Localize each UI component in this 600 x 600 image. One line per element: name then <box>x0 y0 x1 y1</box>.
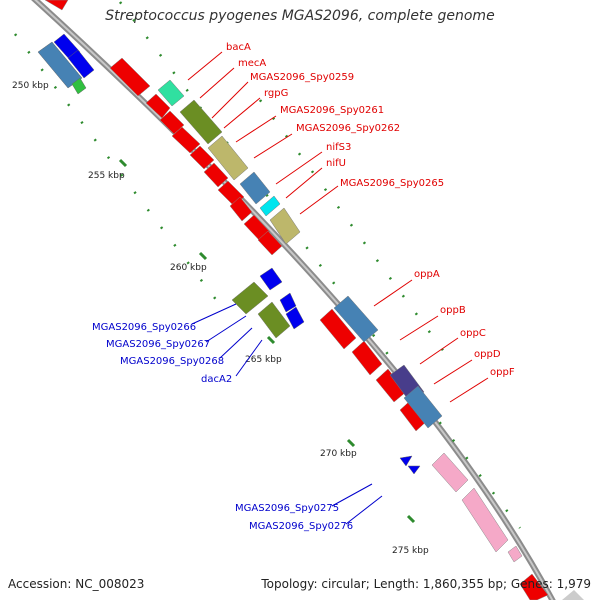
pos-label-265: 265 kbp <box>245 355 282 365</box>
pos-label-260: 260 kbp <box>170 263 207 273</box>
gene-blue-4 <box>259 267 283 291</box>
label-bacA: bacA <box>226 42 251 53</box>
gene-mint <box>157 79 185 107</box>
accession-text: Accession: NC_008023 <box>8 577 145 591</box>
pos-label-250: 250 kbp <box>12 81 49 91</box>
label-spy0261: MGAS2096_Spy0261 <box>280 105 384 116</box>
gene-top-red <box>44 0 69 11</box>
tick-260 <box>198 251 208 261</box>
label-mecA: mecA <box>238 58 266 69</box>
pos-label-255: 255 kbp <box>88 171 125 181</box>
label-oppD: oppD <box>474 349 501 360</box>
label-spy0266: MGAS2096_Spy0266 <box>92 322 196 333</box>
gene-pink-3 <box>507 545 523 563</box>
map-title: Streptococcus pyogenes MGAS2096, complet… <box>105 8 495 24</box>
gene-blue-7 <box>399 455 413 467</box>
label-oppF: oppF <box>490 367 515 378</box>
gene-blue-8 <box>407 465 421 475</box>
gene-opp-red-2 <box>351 340 383 376</box>
label-spy0265: MGAS2096_Spy0265 <box>340 178 444 189</box>
gene-pink-2 <box>461 487 509 553</box>
label-rgpG: rgpG <box>264 88 288 99</box>
forward-genes <box>44 0 549 600</box>
gene-red-4 <box>171 126 201 154</box>
label-oppC: oppC <box>460 328 486 339</box>
gene-red-5 <box>189 145 215 170</box>
gene-blue-5 <box>279 292 297 313</box>
tick-265 <box>266 335 276 345</box>
gene-blue-1 <box>37 41 83 89</box>
label-spy0268: MGAS2096_Spy0268 <box>120 356 224 367</box>
label-spy0267: MGAS2096_Spy0267 <box>106 339 210 350</box>
gene-red-9 <box>243 214 271 242</box>
label-nifU: nifU <box>326 158 346 169</box>
position-labels: 250 kbp 255 kbp 260 kbp 265 kbp 270 kbp … <box>12 81 429 556</box>
left-leader-lines <box>191 303 383 525</box>
gene-olive-1 <box>179 99 223 145</box>
gene-red-8 <box>229 196 253 222</box>
tick-255 <box>118 158 128 168</box>
gene-steel-2 <box>403 385 443 429</box>
pos-label-270: 270 kbp <box>320 449 357 459</box>
label-nifS3: nifS3 <box>326 142 351 153</box>
gene-red-6 <box>203 162 229 188</box>
gene-red-3 <box>159 110 185 135</box>
label-oppA: oppA <box>414 269 440 280</box>
tick-270 <box>346 438 356 448</box>
gene-olive-2 <box>231 281 269 315</box>
right-gene-labels: bacA mecA MGAS2096_Spy0259 rgpG MGAS2096… <box>226 42 515 378</box>
label-oppB: oppB <box>440 305 466 316</box>
reverse-genes <box>37 33 421 475</box>
label-spy0259: MGAS2096_Spy0259 <box>250 72 354 83</box>
label-dacA2: dacA2 <box>201 374 232 385</box>
gene-khaki-2 <box>269 207 301 245</box>
label-spy0262: MGAS2096_Spy0262 <box>296 123 400 134</box>
gene-olive-3 <box>257 301 291 339</box>
gene-pink-1 <box>431 452 469 493</box>
gene-bottom-red <box>519 573 549 600</box>
gene-blue-3 <box>67 49 95 79</box>
gene-mecA <box>145 93 171 119</box>
tick-275 <box>406 514 416 524</box>
feature-genes <box>157 79 443 429</box>
right-leader-lines <box>187 51 489 403</box>
gene-bacA <box>109 57 151 97</box>
gene-opp-red-1 <box>319 308 357 350</box>
left-gene-labels: MGAS2096_Spy0266 MGAS2096_Spy0267 MGAS20… <box>92 322 353 532</box>
gene-steel-1 <box>239 171 271 205</box>
gene-bottom-grey <box>562 590 584 600</box>
gene-cyan <box>259 195 281 217</box>
gene-steel-opp <box>333 295 379 343</box>
gene-blue-6 <box>285 306 305 330</box>
tick-guides <box>14 1 521 529</box>
gene-green-sm <box>71 77 87 95</box>
label-spy0275: MGAS2096_Spy0275 <box>235 503 339 514</box>
topology-text: Topology: circular; Length: 1,860,355 bp… <box>261 577 591 591</box>
label-spy0276: MGAS2096_Spy0276 <box>249 521 353 532</box>
pos-label-275: 275 kbp <box>392 546 429 556</box>
gene-red-10 <box>257 230 283 256</box>
gene-khaki-1 <box>207 135 249 181</box>
